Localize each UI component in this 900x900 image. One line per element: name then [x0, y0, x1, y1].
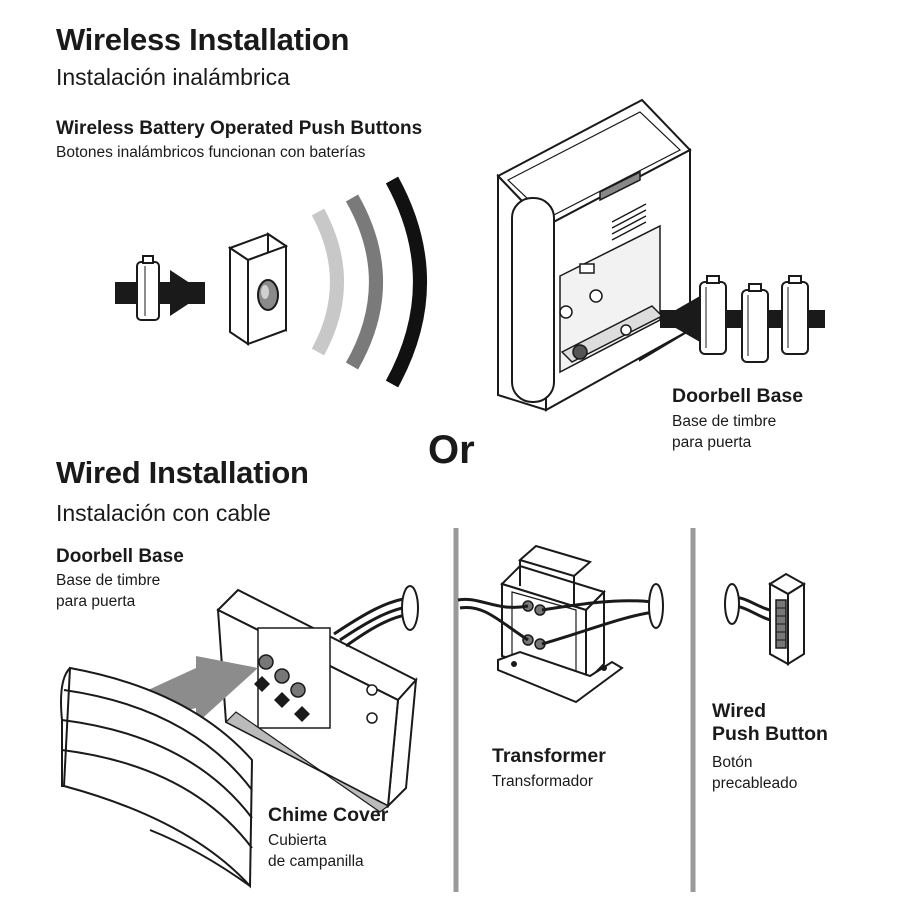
wired-title: Wired Installation [56, 455, 309, 490]
wired-base-subtitle-1: Base de timbre [56, 572, 161, 589]
wireless-title: Wireless Installation [56, 22, 350, 57]
wired-button-title-2: Push Button [712, 723, 828, 745]
wired-button-title-1: Wired [712, 700, 766, 722]
wireless-base-subtitle-2: para puerta [672, 434, 752, 451]
or-divider-text: Or [428, 428, 475, 472]
wireless-base-title: Doorbell Base [672, 385, 804, 407]
wired-push-button-icon [724, 572, 806, 666]
wireless-signal-icon [311, 176, 427, 388]
wireless-doorbell-base-icon [496, 98, 692, 412]
wired-button-subtitle-1: Botón [712, 754, 753, 771]
chime-cover-title: Chime Cover [268, 804, 389, 826]
battery-insert-arrow-icon [115, 255, 205, 321]
push-buttons-subtitle: Botones inalámbricos funcionan con bater… [56, 144, 366, 161]
wired-base-subtitle-2: para puerta [56, 593, 136, 610]
wired-base-title: Doorbell Base [56, 546, 184, 567]
transformer-icon [457, 544, 664, 704]
chime-cover-subtitle-2: de campanilla [268, 853, 364, 870]
wired-doorbell-base-icon [216, 585, 419, 813]
wired-subtitle: Instalación con cable [56, 500, 271, 526]
transformer-subtitle: Transformador [492, 773, 594, 790]
chime-cover-icon [60, 666, 254, 889]
batteries-insert-arrow-icon [660, 275, 825, 363]
wired-button-subtitle-2: precableado [712, 775, 798, 792]
wireless-subtitle: Instalación inalámbrica [56, 64, 290, 90]
chime-cover-subtitle-1: Cubierta [268, 832, 327, 849]
transformer-title: Transformer [492, 745, 606, 767]
wireless-push-button-icon [227, 232, 289, 346]
push-buttons-title: Wireless Battery Operated Push Buttons [56, 118, 423, 139]
wireless-base-subtitle-1: Base de timbre [672, 413, 777, 430]
